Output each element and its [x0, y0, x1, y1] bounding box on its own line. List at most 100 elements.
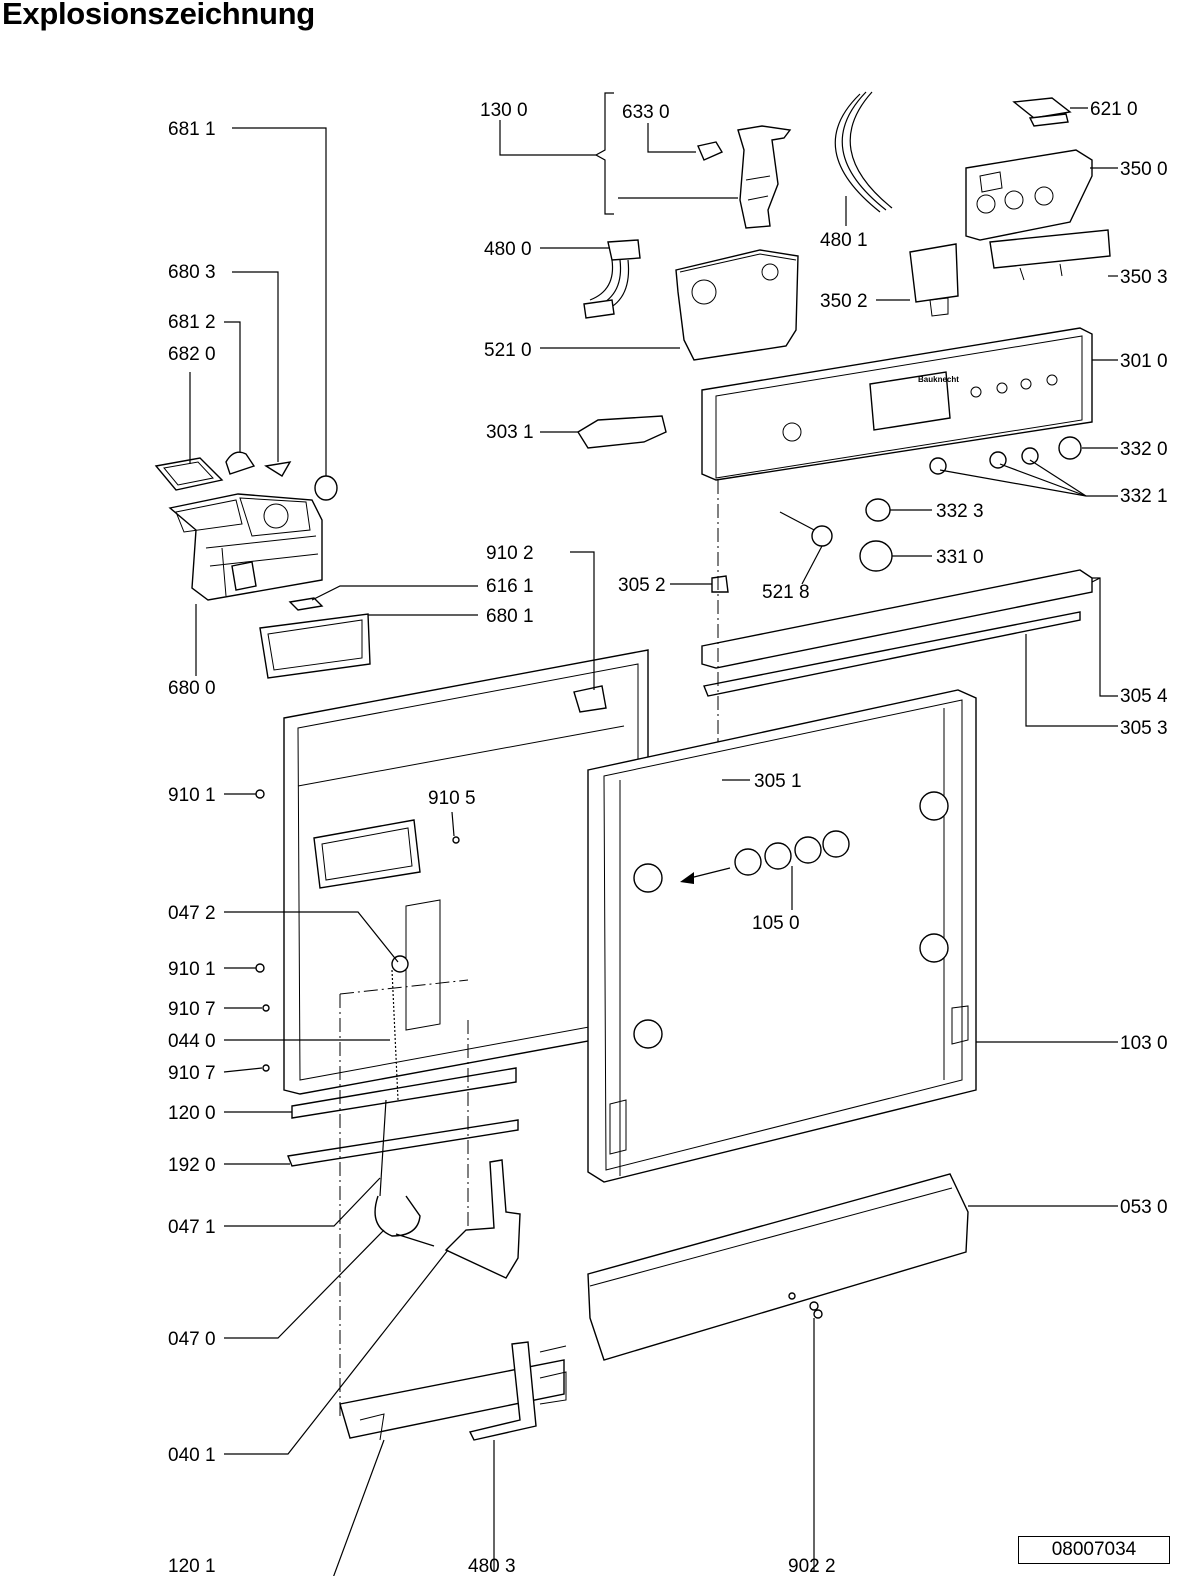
- label-521-8: 521 8: [762, 582, 810, 603]
- label-910-5: 910 5: [428, 788, 476, 809]
- leader-lines: [189, 107, 1118, 1576]
- label-480-1: 480 1: [820, 230, 868, 251]
- label-616-1: 616 1: [486, 576, 534, 597]
- label-910-7-bottom: 910 7: [168, 1063, 216, 1084]
- label-681-2: 681 2: [168, 312, 216, 333]
- spring-cable: [379, 1099, 387, 1197]
- label-047-2: 047 2: [168, 903, 216, 924]
- door-spring: [391, 969, 399, 1101]
- screw-902-2: [809, 1301, 819, 1311]
- wire-arc: [841, 91, 887, 211]
- label-301-0: 301 0: [1120, 351, 1168, 372]
- label-332-3: 332 3: [936, 501, 984, 522]
- dispenser-seal-part: [154, 457, 224, 491]
- kickplate: [587, 1173, 969, 1361]
- electronic-module: [675, 249, 799, 361]
- label-120-0: 120 0: [168, 1103, 216, 1124]
- dispenser-opening: [313, 819, 421, 889]
- label-047-1: 047 1: [168, 1217, 216, 1238]
- button-knob: [989, 451, 1007, 469]
- label-910-1-bottom: 910 1: [168, 959, 216, 980]
- label-681-1: 681 1: [168, 119, 216, 140]
- label-044-0: 044 0: [168, 1031, 216, 1052]
- part-332-3: [865, 498, 891, 522]
- label-305-2: 305 2: [618, 575, 666, 596]
- part-305-2: [711, 575, 729, 593]
- label-521-0: 521 0: [484, 340, 532, 361]
- label-910-1-top: 910 1: [168, 785, 216, 806]
- label-350-3: 350 3: [1120, 267, 1168, 288]
- bottom-panel-group: [587, 1173, 969, 1361]
- door-bottom-strip: [291, 1067, 517, 1119]
- label-130-0: 130 0: [480, 100, 528, 121]
- part-350-3: [989, 229, 1111, 269]
- dispenser-body: [168, 493, 323, 601]
- button-knob: [929, 457, 947, 475]
- outer-door-panel: [587, 689, 977, 1183]
- rinse-aid-cap: [314, 475, 338, 501]
- label-103-0: 103 0: [1120, 1033, 1168, 1054]
- label-305-3: 305 3: [1120, 718, 1168, 739]
- main-button-knob: [1058, 436, 1082, 460]
- rail-strip: [703, 611, 1081, 697]
- label-621-0: 621 0: [1090, 99, 1138, 120]
- label-105-0: 105 0: [752, 913, 800, 934]
- label-120-1: 120 1: [168, 1556, 216, 1576]
- lower-strip: [339, 1359, 565, 1439]
- part-labels: 681 1 680 3 681 2 682 0 616 1 680 1 680 …: [168, 99, 1168, 1576]
- sensor-wire: [779, 511, 819, 533]
- seal-strip: [287, 1119, 519, 1167]
- outer-door-group: [587, 689, 977, 1183]
- label-680-1: 680 1: [486, 606, 534, 627]
- bumper: [919, 791, 949, 821]
- top-rail: [701, 569, 1093, 669]
- document-number: 08007034: [1018, 1536, 1170, 1564]
- label-910-7-top: 910 7: [168, 999, 216, 1020]
- screw-910-7: [262, 1064, 270, 1072]
- program-knob: [859, 540, 893, 572]
- label-350-0: 350 0: [1120, 159, 1168, 180]
- part-350-2: [909, 243, 959, 303]
- label-680-0: 680 0: [168, 678, 216, 699]
- label-047-0: 047 0: [168, 1329, 216, 1350]
- label-480-3: 480 3: [468, 1556, 516, 1576]
- buffer: [734, 848, 762, 876]
- label-305-4: 305 4: [1120, 686, 1168, 707]
- label-305-1: 305 1: [754, 771, 802, 792]
- label-053-0: 053 0: [1120, 1197, 1168, 1218]
- dispenser-group: [154, 451, 371, 679]
- label-910-2: 910 2: [486, 543, 534, 564]
- bumper: [633, 863, 663, 893]
- panel-brand: Bauknecht: [918, 375, 959, 384]
- label-332-1: 332 1: [1120, 486, 1168, 507]
- bumper: [633, 1019, 663, 1049]
- part-680-3: [264, 461, 292, 477]
- label-680-3: 680 3: [168, 262, 216, 283]
- inner-door-group: [255, 649, 649, 1441]
- label-350-2: 350 2: [820, 291, 868, 312]
- label-331-0: 331 0: [936, 547, 984, 568]
- buffer: [764, 842, 792, 870]
- button-knob: [1021, 447, 1039, 465]
- screw-910-7: [262, 1004, 270, 1012]
- label-633-0: 633 0: [622, 102, 670, 123]
- inner-door-panel: [283, 649, 649, 1095]
- dispenser-frame-seal: [259, 613, 371, 679]
- buffer: [822, 830, 850, 858]
- part-621-0: [1012, 97, 1072, 119]
- label-902-2: 902 2: [788, 1556, 836, 1576]
- label-303-1: 303 1: [486, 422, 534, 443]
- part-303-1: [577, 415, 667, 449]
- hinge-bracket: [444, 1159, 521, 1279]
- label-682-0: 682 0: [168, 344, 216, 365]
- part-616-1: [288, 597, 324, 611]
- part-633-0: [697, 141, 724, 161]
- page-title: Explosionszeichnung: [2, 0, 315, 31]
- part-480-3: [468, 1341, 537, 1441]
- cable-connector: [607, 239, 641, 261]
- buffer: [794, 836, 822, 864]
- control-module-group: Bauknecht: [577, 91, 1111, 819]
- label-192-0: 192 0: [168, 1155, 216, 1176]
